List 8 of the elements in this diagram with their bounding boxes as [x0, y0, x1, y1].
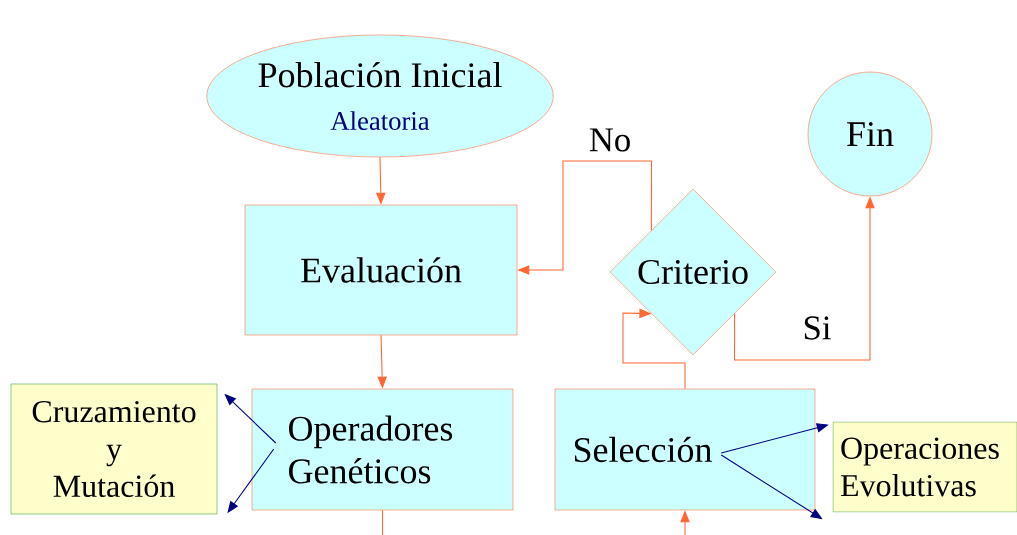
process-box: Evaluación	[244, 204, 518, 336]
edge-label: Si	[801, 315, 833, 341]
edge-label: No	[587, 127, 633, 153]
note-box: Operaciones Evolutivas	[832, 421, 1017, 513]
note-box: Cruzamiento y Mutación	[10, 383, 218, 515]
arrow	[622, 308, 686, 390]
process-box: Operadores Genéticos	[251, 388, 514, 511]
process-box: Selección	[554, 388, 816, 511]
